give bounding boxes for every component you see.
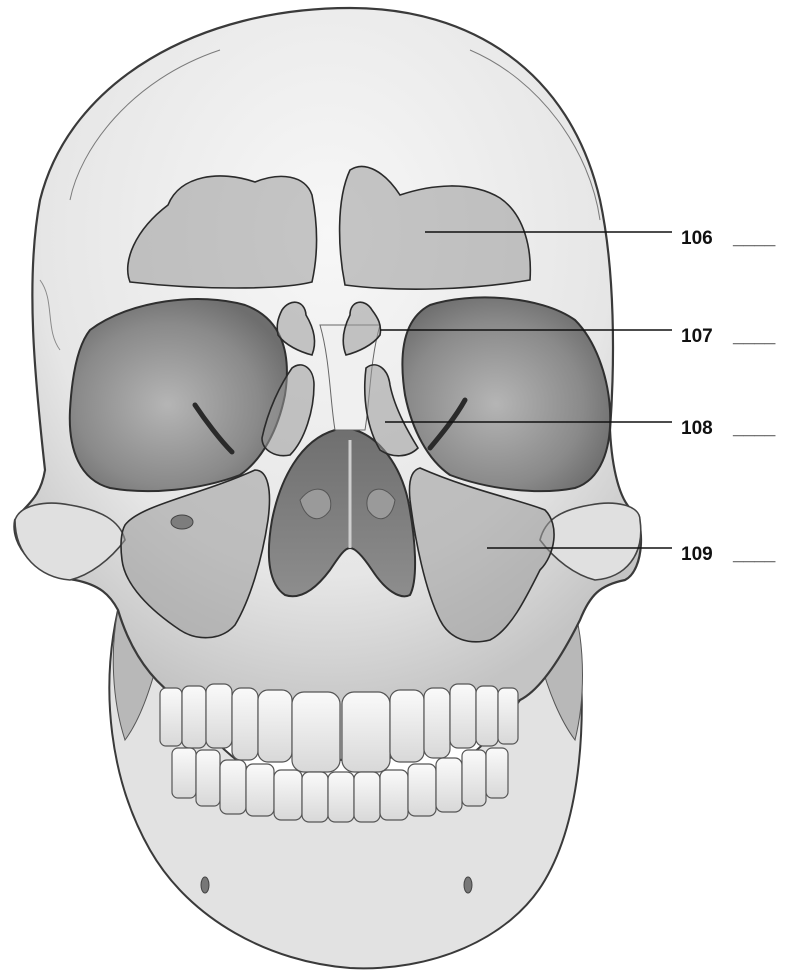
- tooth: [408, 764, 436, 816]
- mental-foramen-right: [464, 877, 472, 893]
- label-108-number: 108: [681, 418, 713, 439]
- label-108-blank: ____: [732, 418, 776, 439]
- tooth: [160, 688, 182, 746]
- tooth: [232, 688, 258, 760]
- tooth: [450, 684, 476, 748]
- tooth: [436, 758, 462, 812]
- tooth: [424, 688, 450, 758]
- tooth: [258, 690, 292, 762]
- label-106-blank: ____: [732, 228, 776, 249]
- label-106-number: 106: [681, 228, 713, 249]
- tooth: [462, 750, 486, 806]
- tooth: [172, 748, 196, 798]
- tooth: [342, 692, 390, 772]
- tooth: [206, 684, 232, 748]
- tooth: [302, 772, 328, 822]
- tooth: [390, 690, 424, 762]
- tooth: [328, 772, 354, 822]
- label-109-number: 109: [681, 544, 713, 565]
- mental-foramen-left: [201, 877, 209, 893]
- tooth: [182, 686, 206, 748]
- tooth: [476, 686, 498, 746]
- tooth: [498, 688, 518, 744]
- tooth: [246, 764, 274, 816]
- tooth: [486, 748, 508, 798]
- label-109-blank: ____: [732, 544, 776, 565]
- tooth: [274, 770, 302, 820]
- label-107-blank: ____: [732, 326, 776, 347]
- tooth: [292, 692, 340, 772]
- tooth: [220, 760, 246, 814]
- label-107-number: 107: [681, 326, 713, 347]
- tooth: [196, 750, 220, 806]
- tooth: [380, 770, 408, 820]
- infraorbital-foramen: [171, 515, 193, 529]
- orbit-left: [70, 299, 287, 491]
- tooth: [354, 772, 380, 822]
